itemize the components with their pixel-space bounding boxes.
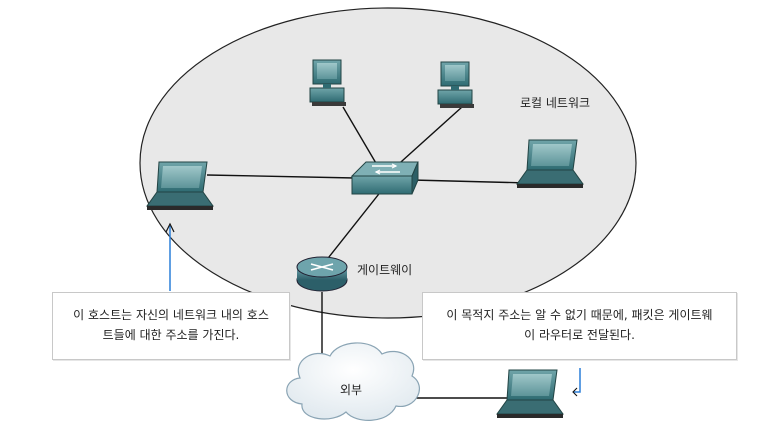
laptop-icon (516, 139, 584, 188)
desktop-pc-icon (309, 59, 346, 106)
pointer-arrow (165, 222, 175, 291)
switch-icon (350, 161, 419, 195)
callout-text-line: 이 호스트는 자신의 네트워크 내의 호스 (73, 308, 269, 322)
callout-text-line: 트들에 대한 주소를 가진다. (102, 328, 240, 342)
external-label: 외부 (340, 383, 362, 397)
pointer-arrow (572, 368, 581, 397)
connection-lines (206, 106, 529, 399)
laptop-icon (146, 161, 214, 210)
cloud-icon (286, 342, 421, 421)
laptop-icon (496, 369, 564, 418)
callout-local-host: 이 호스트는 자신의 네트워크 내의 호스 트들에 대한 주소를 가진다. (52, 292, 290, 360)
router-icon (296, 256, 348, 292)
local-network-label: 로컬 네트워크 (520, 96, 590, 110)
callout-gateway-forward: 이 목적지 주소는 알 수 없기 때문에, 패킷은 게이트웨 이 라우터로 전달… (422, 292, 737, 360)
callout-text-line: 이 목적지 주소는 알 수 없기 때문에, 패킷은 게이트웨 (446, 308, 713, 322)
desktop-pc-icon (437, 61, 474, 108)
callout-text-line: 이 라우터로 전달된다. (524, 328, 635, 342)
gateway-label: 게이트웨이 (357, 263, 412, 277)
